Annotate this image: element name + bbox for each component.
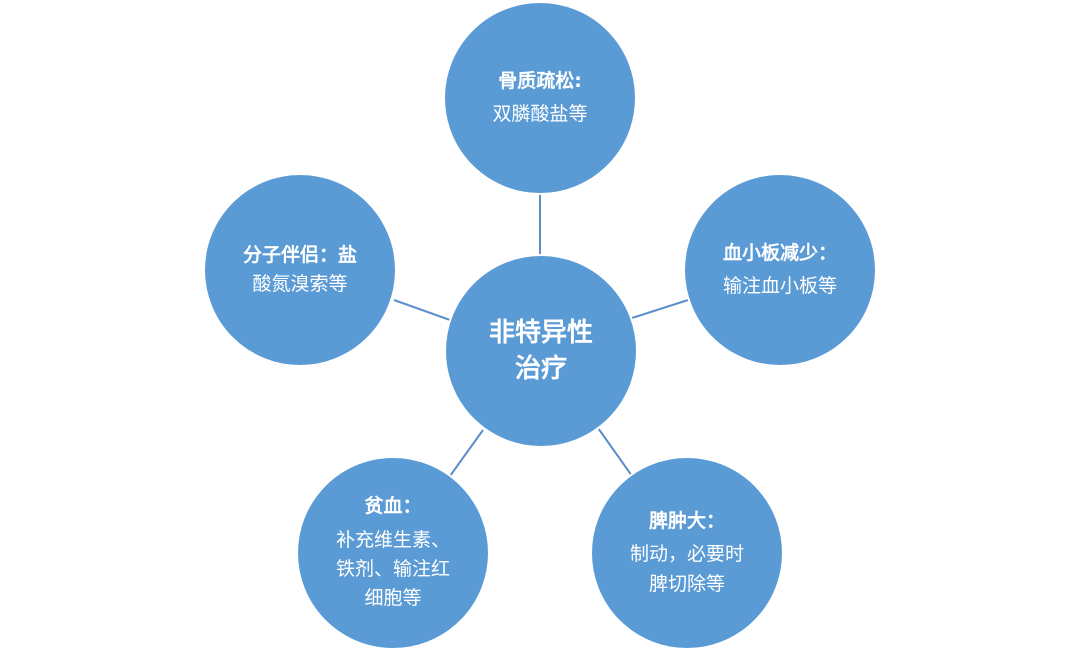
node-chaperone-title-line1: 分子伴侣：盐: [242, 243, 357, 266]
node-splenomegaly-body-line2: 脾切除等: [648, 572, 725, 595]
node-anemia-body-line1: 补充维生素、: [335, 528, 450, 551]
node-anemia-body-line3: 细胞等: [364, 587, 422, 610]
node-chaperone-title-line2: 酸氮溴索等: [252, 273, 348, 295]
node-thrombocytopenia: 血小板减少： 输注血小板等: [683, 173, 877, 367]
center-title-line1: 非特异性: [488, 317, 593, 348]
connector-left: [393, 299, 451, 321]
connector-bottom-left: [449, 429, 484, 477]
center-title-line2: 治疗: [514, 354, 567, 384]
node-chaperone: 分子伴侣：盐 酸氮溴索等: [203, 173, 397, 367]
center-node: 非特异性 治疗: [444, 254, 638, 448]
node-osteoporosis-body: 双膦酸盐等: [492, 103, 588, 125]
node-anemia-title: 贫血：: [364, 495, 422, 518]
node-thrombocytopenia-body: 输注血小板等: [722, 275, 837, 297]
node-splenomegaly: 脾肿大： 制动，必要时 脾切除等: [590, 456, 784, 650]
connector-right: [631, 299, 689, 319]
node-thrombocytopenia-title: 血小板减少：: [722, 241, 837, 264]
node-anemia-body-line2: 铁剂、输注红: [335, 558, 450, 580]
node-splenomegaly-body: 制动，必要时 脾切除等: [630, 540, 744, 599]
node-splenomegaly-body-line1: 制动，必要时: [629, 543, 744, 566]
connector-bottom-right: [597, 427, 633, 477]
node-osteoporosis: 骨质疏松: 双膦酸盐等: [443, 1, 637, 195]
node-anemia-body: 补充维生素、 铁剂、输注红 细胞等: [336, 526, 450, 614]
node-splenomegaly-title: 脾肿大：: [648, 509, 725, 532]
node-anemia: 贫血： 补充维生素、 铁剂、输注红 细胞等: [296, 456, 490, 650]
node-osteoporosis-title: 骨质疏松:: [498, 69, 582, 92]
